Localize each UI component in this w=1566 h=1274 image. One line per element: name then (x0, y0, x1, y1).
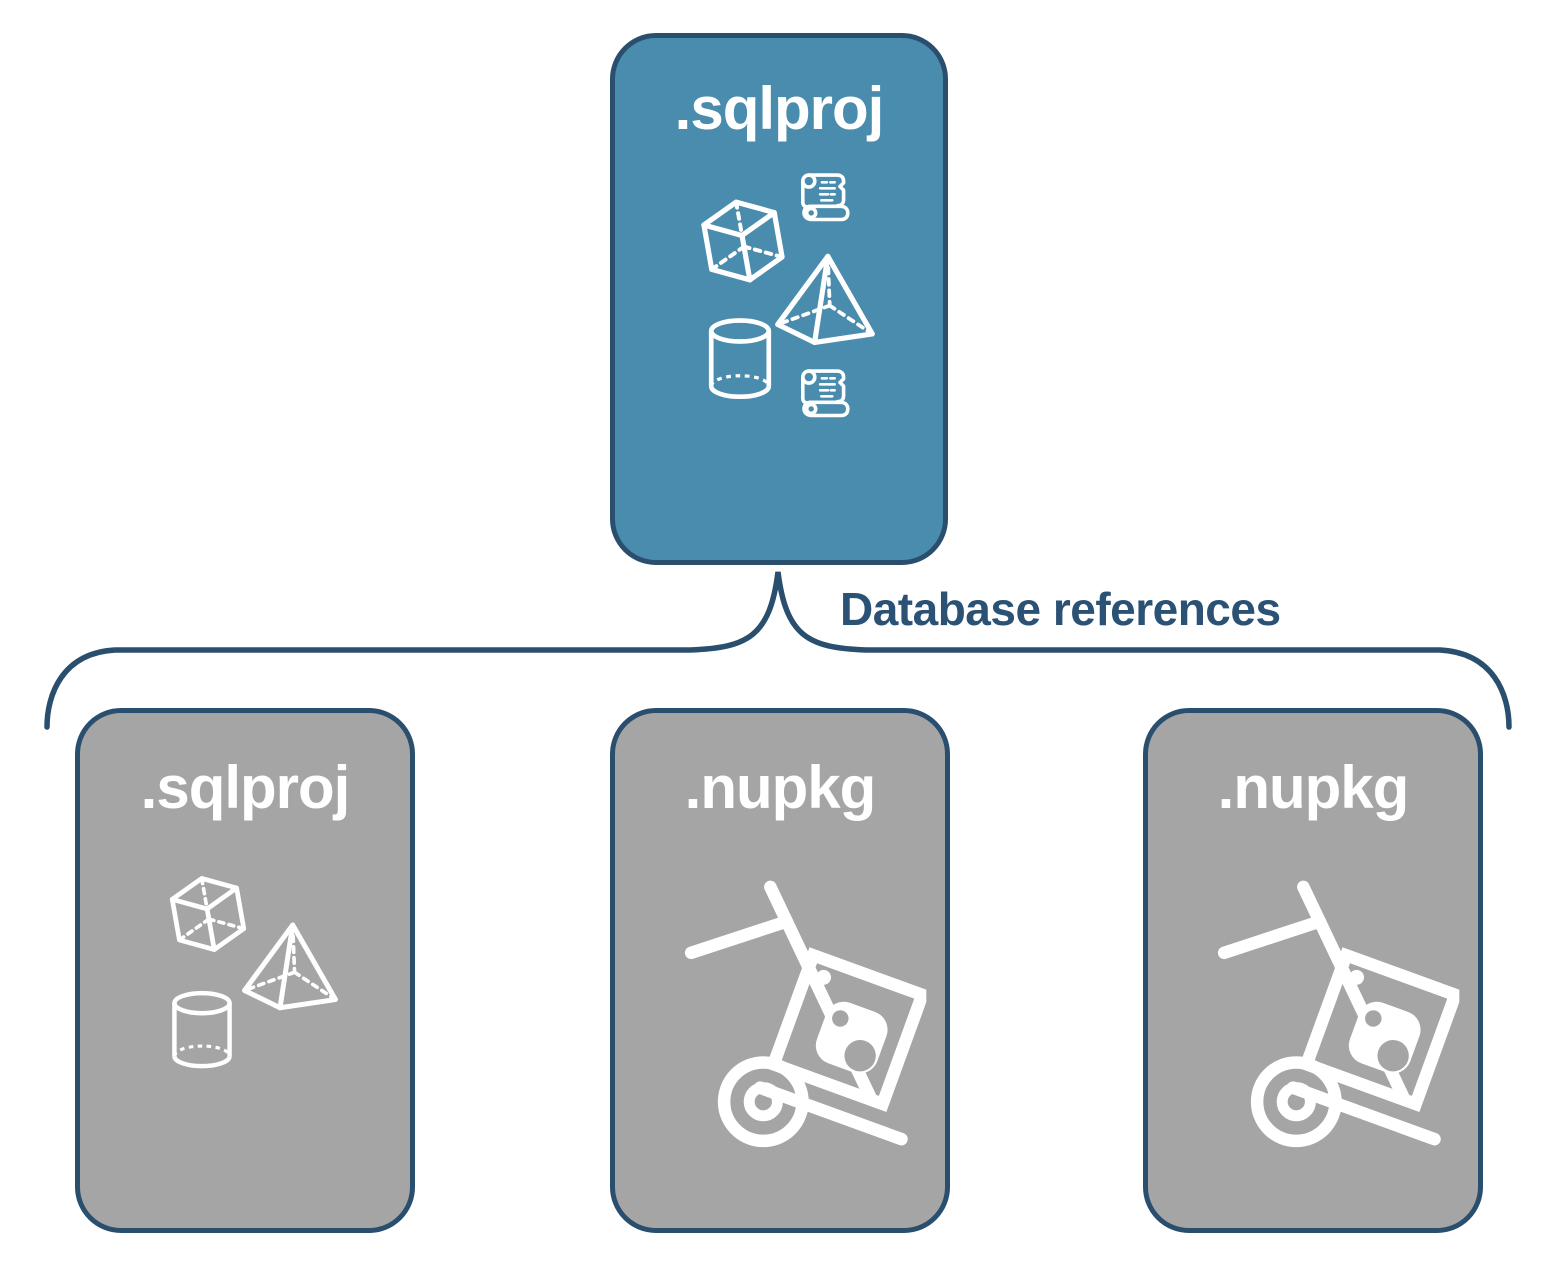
nuget-handtruck-icon (1200, 865, 1460, 1155)
cylinder-icon (705, 316, 775, 402)
brace-connector (44, 571, 1512, 730)
cylinder-icon (168, 989, 236, 1071)
parent-box-label: .sqlproj (674, 75, 885, 142)
script-scroll-icon (795, 168, 855, 232)
pyramid-icon (773, 250, 877, 346)
child-box-label: .nupkg (684, 754, 877, 821)
cube-icon (164, 871, 252, 957)
child-box-nupkg-1: .nupkg (610, 708, 950, 1233)
parent-box-sqlproj: .sqlproj (610, 33, 948, 565)
nuget-handtruck-icon (667, 865, 927, 1155)
child-box-label: .nupkg (1217, 754, 1410, 821)
child-box-nupkg-2: .nupkg (1143, 708, 1483, 1233)
pyramid-icon (240, 919, 340, 1011)
child-box-sqlproj: .sqlproj (75, 708, 415, 1233)
connector-label: Database references (840, 583, 1281, 635)
child-box-label: .sqlproj (140, 754, 351, 821)
script-scroll-icon (795, 364, 855, 428)
